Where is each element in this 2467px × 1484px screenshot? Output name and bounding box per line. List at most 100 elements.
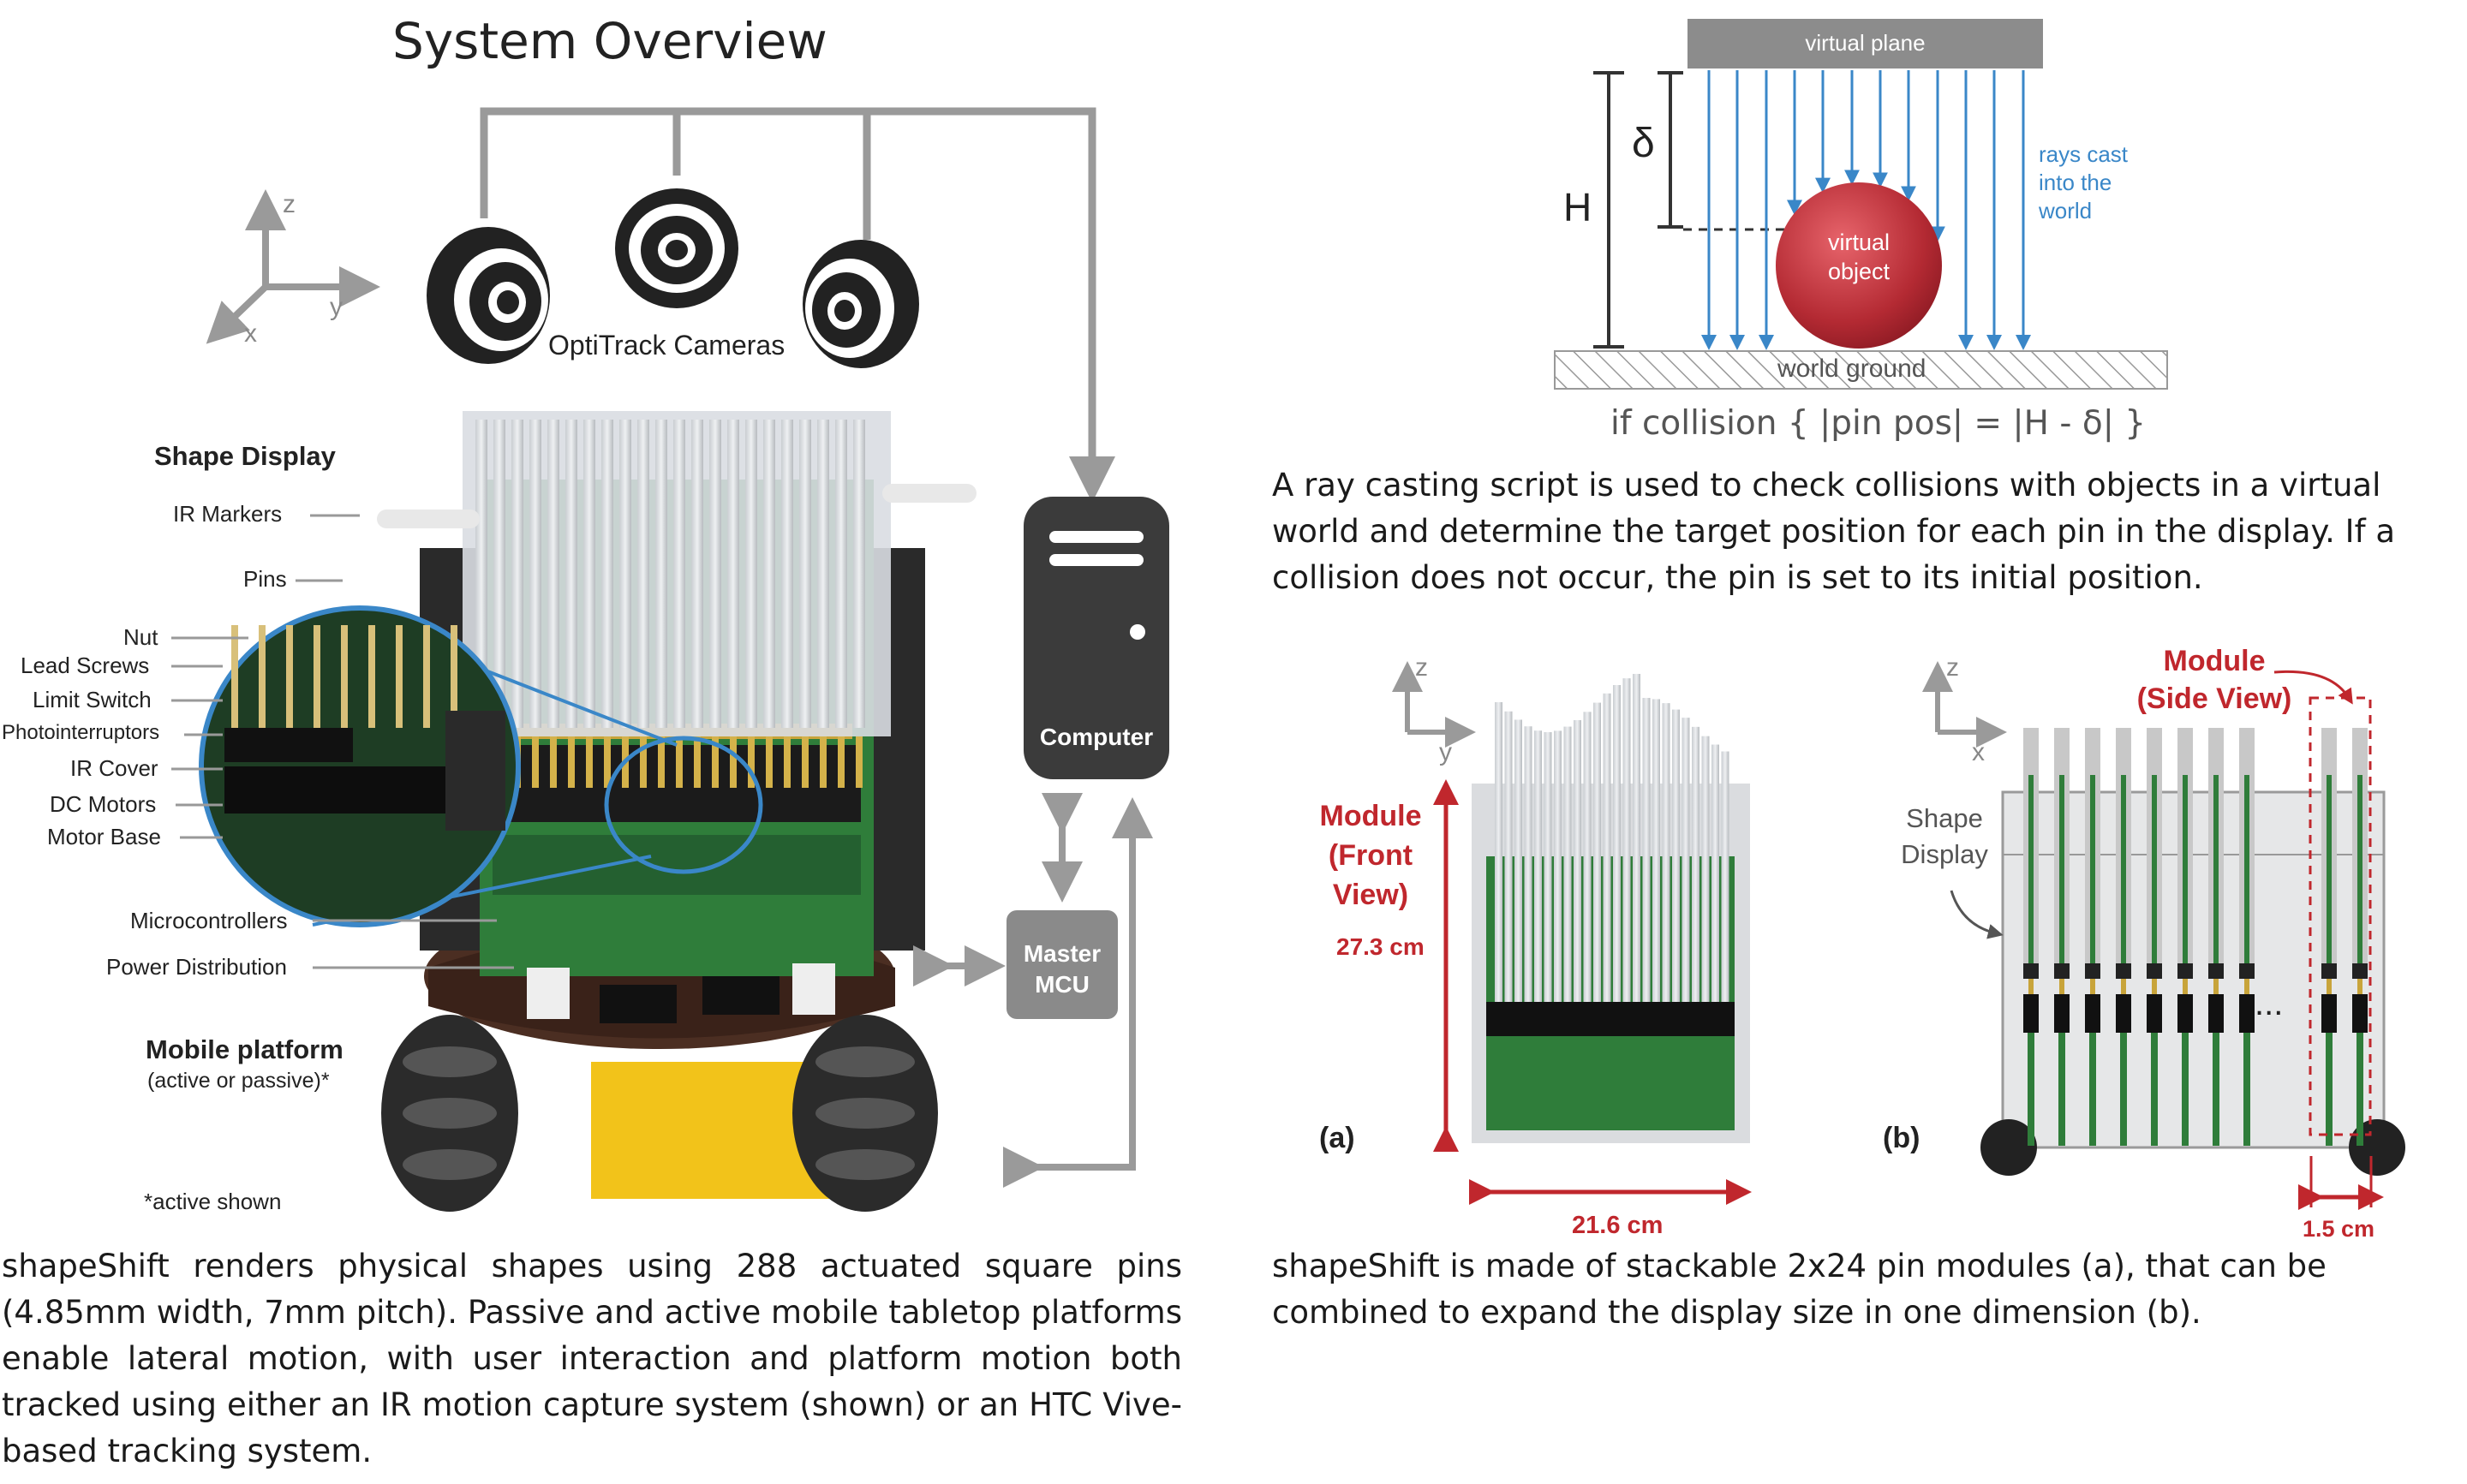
front-pin [1662,703,1670,1002]
ray-casting-diagram [1554,19,2168,390]
master-mcu-line1: Master [1023,940,1102,967]
lead-screw [550,736,557,788]
front-pin [1603,693,1611,1002]
side-green [2183,775,2188,963]
label-lead-screws: Lead Screws [21,653,150,678]
lead-screw [766,736,773,788]
side-nut [2054,963,2070,979]
lead-screw [586,736,593,788]
left-caption: shapeShift renders physical shapes using… [2,1248,1182,1469]
zoom-screw [451,625,457,728]
side-board [2356,1033,2363,1146]
world-ground-label: world ground [1777,355,1926,383]
side-board [2243,1033,2250,1146]
module-a-height-label: 27.3 cm [1336,933,1425,960]
virtual-object-line2: object [1827,259,1891,284]
lead-screw [820,736,827,788]
side-motor [2321,994,2337,1033]
side-screw [2090,979,2095,994]
pin [583,420,595,728]
computer-icon [1024,497,1169,779]
side-motor [2177,994,2193,1033]
pin [853,420,865,728]
module-b-shape-display: Shape Display [1901,803,1988,869]
zoom-screw [396,625,403,728]
zoom-screw [259,625,266,728]
side-green [2152,775,2157,963]
side-nut [2352,963,2368,979]
module-a-axis-y: y [1439,738,1452,766]
side-nut [2023,963,2039,979]
optitrack-camera-right-icon [803,240,919,368]
side-screw [2213,979,2219,994]
lead-screw [784,736,791,788]
side-screw [2183,979,2188,994]
module-side-view [1922,661,2405,1210]
system-overview-title: System Overview [392,12,827,70]
computer-label: Computer [1039,724,1154,750]
side-motor [2054,994,2070,1033]
module-b-tag: (b) [1883,1122,1920,1154]
side-screw [2244,979,2249,994]
rays-note-line3: world [2039,198,2093,223]
shape-display-robot [377,411,977,1212]
pin [745,420,757,728]
label-ir-markers: IR Markers [173,501,283,527]
pin [727,420,739,728]
camera-connections [480,107,1115,503]
side-motor [2116,994,2131,1033]
side-nut [2208,963,2224,979]
pin [511,420,523,728]
optitrack-camera-center-icon [615,188,738,308]
pin [493,420,505,728]
module-b-width-label: 1.5 cm [2303,1216,2375,1242]
front-pin [1534,730,1542,1002]
mobile-platform-sub: (active or passive)* [147,1069,330,1093]
lead-screw [694,736,701,788]
front-pin [1701,736,1710,1002]
module-b-axis-x: x [1972,738,1985,766]
side-green [2059,775,2064,963]
lead-screw [604,736,611,788]
side-motor [2208,994,2224,1033]
front-pin [1613,684,1621,1002]
side-green [2121,775,2126,963]
virtual-plane-label: virtual plane [1805,30,1926,56]
zoom-screw [423,625,430,728]
front-pin [1574,719,1581,1002]
label-power-distribution: Power Distribution [106,954,287,980]
module-b-axis-z: z [1946,653,1959,682]
side-screw [2121,979,2126,994]
side-green [2213,775,2219,963]
delta-label: δ [1632,121,1655,166]
label-motor-base: Motor Base [47,824,161,849]
axis-x-label: x [244,319,257,348]
label-microcontrollers: Microcontrollers [130,908,288,933]
lead-screw [568,736,575,788]
front-pin [1622,678,1631,1002]
lead-screw [532,736,539,788]
pin [619,420,631,728]
pin [547,420,559,728]
axes-left [206,189,380,344]
collision-formula: if collision { |pin pos| = |H - δ| } [1610,404,2147,443]
pin [781,420,793,728]
lead-screw [712,736,719,788]
side-board [2089,1033,2096,1146]
label-photointerruptors: Photointerruptors [2,721,160,744]
zoom-detail [199,605,763,927]
side-motor [2239,994,2255,1033]
virtual-object-line1: virtual [1827,229,1891,255]
lead-screw [838,736,845,788]
pin [637,420,649,728]
front-pin [1504,711,1513,1002]
axis-z-label: z [283,190,296,218]
module-a-tag: (a) [1319,1122,1355,1154]
side-screw [2059,979,2064,994]
pin [709,420,721,728]
side-screw [2327,979,2332,994]
lead-screw [856,736,863,788]
rays-note-line1: rays cast [2039,141,2129,167]
label-limit-switch: Limit Switch [33,687,152,712]
side-green [2090,775,2095,963]
